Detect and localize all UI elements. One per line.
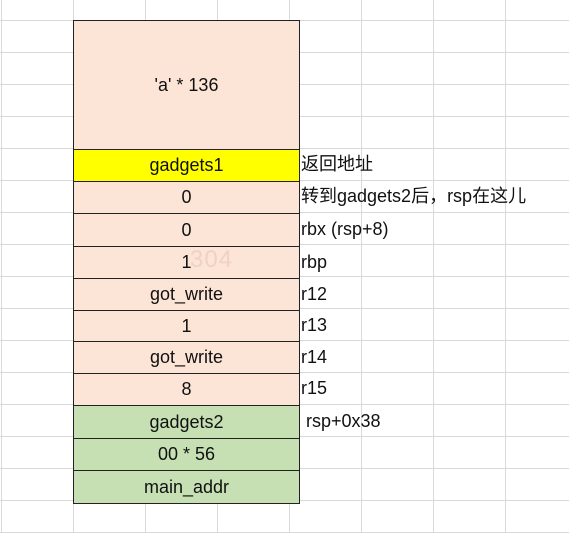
- note-r15[interactable]: r15: [301, 378, 328, 398]
- note-r14[interactable]: r14: [301, 347, 328, 367]
- note-rbx[interactable]: rbx (rsp+8): [301, 219, 389, 239]
- stack-cell-got-write-2[interactable]: got_write: [74, 342, 299, 374]
- note-return-address[interactable]: 返回地址: [301, 154, 373, 174]
- stack-cell-gadgets2[interactable]: gadgets2: [74, 406, 299, 439]
- stack-cell-zero-pad[interactable]: 00 * 56: [74, 439, 299, 471]
- note-rbp[interactable]: rbp: [301, 252, 328, 272]
- stack-cell-gadgets1[interactable]: gadgets1: [74, 150, 299, 182]
- note-r12[interactable]: r12: [301, 284, 328, 304]
- note-rsp-offset[interactable]: rsp+0x38: [301, 411, 381, 431]
- stack-cell-main-addr[interactable]: main_addr: [74, 471, 299, 504]
- stack-cell-zero-2[interactable]: 0: [74, 214, 299, 247]
- note-rsp-position[interactable]: 转到gadgets2后，rsp在这儿: [301, 186, 527, 206]
- stack-cell-padding[interactable]: 'a' * 136: [74, 21, 299, 150]
- stack-cell-one-2[interactable]: 1: [74, 311, 299, 342]
- stack-cell-eight[interactable]: 8: [74, 374, 299, 406]
- stack-cell-got-write-1[interactable]: got_write: [74, 279, 299, 311]
- stack-cell-zero-1[interactable]: 0: [74, 182, 299, 214]
- stack-layout: 'a' * 136 gadgets1 0 0 1 got_write 1 got…: [73, 20, 300, 504]
- stack-cell-one-1[interactable]: 1: [74, 247, 299, 279]
- note-r13[interactable]: r13: [301, 315, 328, 335]
